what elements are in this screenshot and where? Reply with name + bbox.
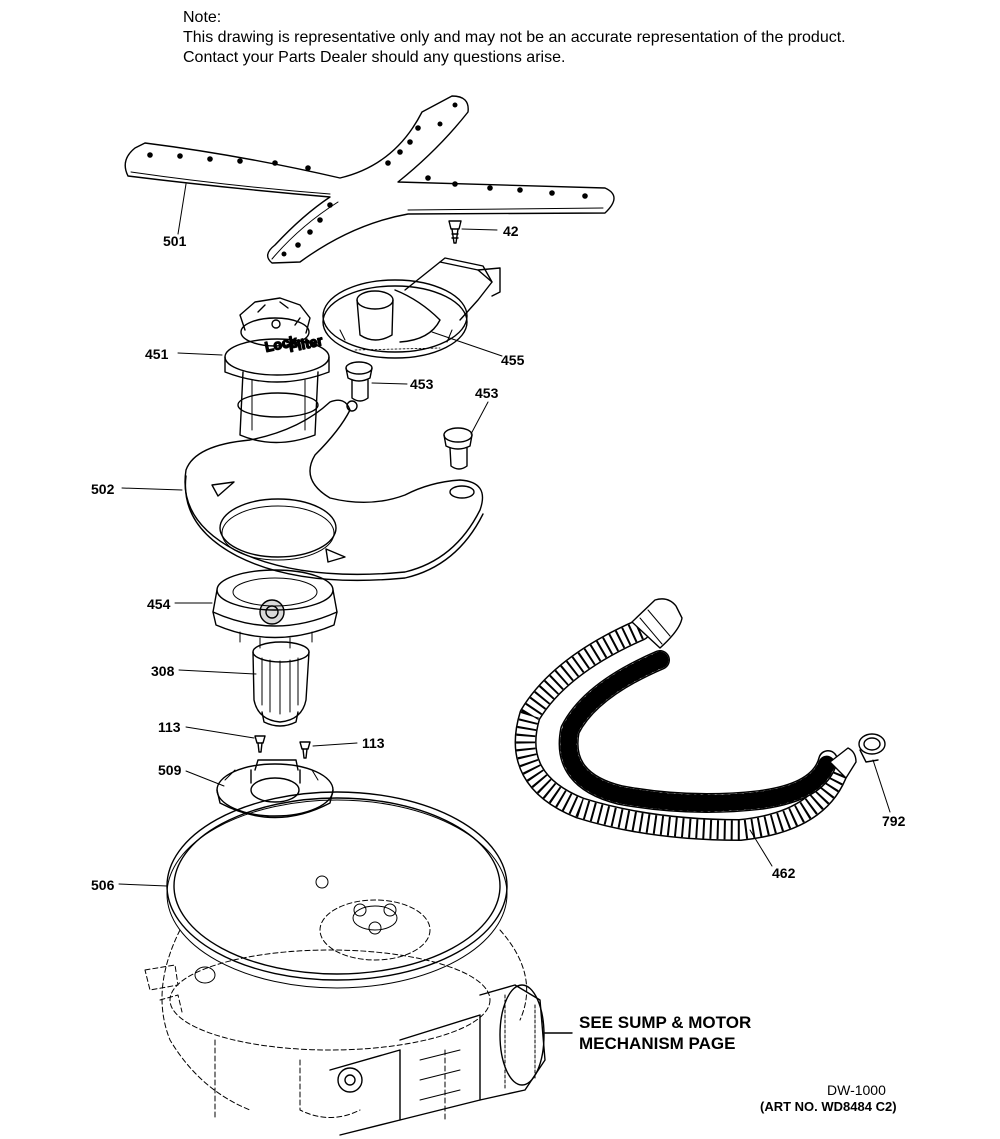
drawing-id: DW-1000 — [827, 1082, 886, 1098]
part-501-spray-arm — [124, 95, 615, 264]
part-308-filter-tube — [252, 641, 310, 727]
note-line-1: This drawing is representative only and … — [183, 29, 846, 46]
leader-453b — [470, 401, 489, 435]
callout-113-b: 113 — [362, 735, 385, 751]
note-heading: Note: — [183, 9, 222, 26]
part-451-filter-assembly — [224, 297, 330, 444]
leader-792 — [872, 759, 891, 813]
leader-42 — [461, 228, 498, 231]
leader-462 — [749, 829, 773, 867]
sump-motor-reference: SEE SUMP & MOTOR MECHANISM PAGE — [579, 1012, 751, 1054]
callout-501: 501 — [163, 233, 187, 249]
callout-455: 455 — [501, 352, 525, 368]
leader-509 — [185, 770, 225, 787]
part-502-filter-plate — [184, 399, 484, 582]
part-113-screw-b — [299, 741, 311, 759]
part-113-screw-a — [254, 735, 266, 753]
part-792-clamp — [858, 733, 886, 763]
callout-308: 308 — [151, 663, 175, 679]
part-509-seat — [216, 759, 334, 819]
leader-506 — [118, 883, 168, 887]
part-506-gasket — [166, 791, 508, 989]
art-number: (ART NO. WD8484 C2) — [760, 1099, 897, 1114]
callout-502: 502 — [91, 481, 115, 497]
callout-462: 462 — [772, 865, 796, 881]
note-line-2: Contact your Parts Dealer should any que… — [183, 49, 566, 66]
part-42-screw — [448, 220, 462, 244]
part-454-housing — [212, 569, 338, 649]
leader-113b — [312, 742, 358, 747]
leader-451 — [177, 352, 223, 356]
leader-113a — [185, 726, 255, 739]
reference-line-2: MECHANISM PAGE — [579, 1034, 736, 1053]
sump-outline — [144, 899, 528, 1121]
leader-453a — [371, 382, 408, 385]
callout-792: 792 — [882, 813, 906, 829]
callout-454: 454 — [147, 596, 171, 612]
part-462-drain-hose — [514, 598, 857, 841]
callout-453-b: 453 — [475, 385, 499, 401]
callout-451: 451 — [145, 346, 169, 362]
leader-502 — [121, 487, 183, 491]
callout-42: 42 — [503, 223, 519, 239]
callout-506: 506 — [91, 877, 115, 893]
sump-internals — [194, 875, 398, 984]
callout-113-a: 113 — [158, 719, 181, 735]
leader-308 — [178, 669, 257, 675]
motor-assembly — [329, 984, 546, 1136]
disclaimer-note: Note: This drawing is representative onl… — [183, 8, 846, 68]
callout-509: 509 — [158, 762, 182, 778]
part-453-plug-a — [345, 361, 373, 402]
part-453-plug-b — [443, 427, 473, 470]
leader-501 — [177, 183, 187, 235]
lock-label: Lock — [263, 332, 298, 354]
reference-line-1: SEE SUMP & MOTOR — [579, 1013, 752, 1032]
part-455-manifold — [322, 257, 501, 359]
callout-453-a: 453 — [410, 376, 434, 392]
leader-455 — [431, 331, 503, 357]
